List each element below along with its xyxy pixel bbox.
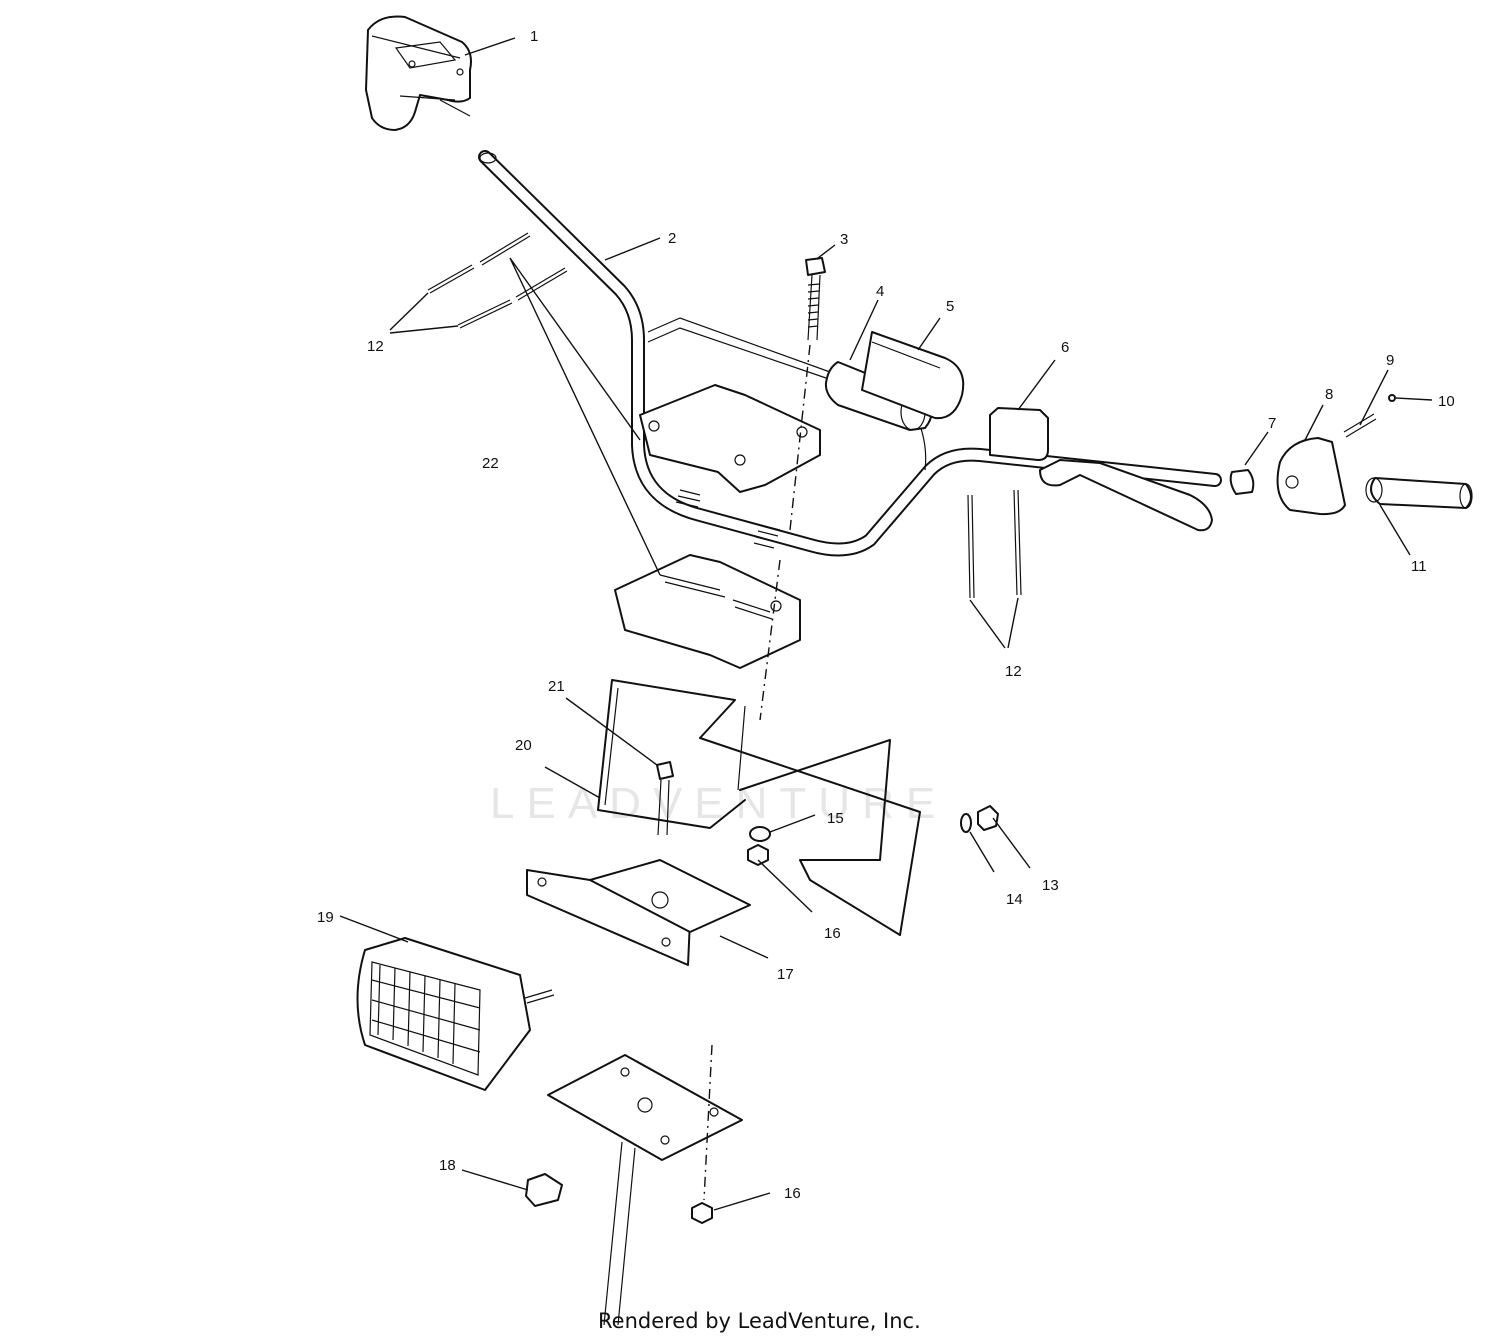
callout-6: 6 [1061, 339, 1069, 356]
callout-18: 18 [439, 1157, 456, 1174]
part-8-throttle-housing [1276, 437, 1346, 516]
part-12-cables-right [967, 489, 1022, 599]
part-11-grip [1365, 477, 1473, 509]
part-9-screw [1343, 413, 1377, 438]
callout-1: 1 [530, 28, 538, 45]
callout-12-upper: 12 [367, 338, 384, 355]
part-19-headlight [356, 937, 555, 1091]
part-1-master-cylinder [365, 15, 472, 131]
part-18-clip [525, 1173, 563, 1207]
callout-8: 8 [1325, 386, 1333, 403]
part-16-nut-lower [691, 1044, 713, 1224]
callout-9: 9 [1386, 352, 1394, 369]
part-22-upper-clamp [639, 384, 821, 493]
callout-7: 7 [1268, 415, 1276, 432]
assembly-axis-line [759, 344, 811, 721]
callout-2: 2 [668, 230, 676, 247]
callout-16-upper: 16 [824, 925, 841, 942]
callouts: 1 2 3 4 5 6 7 8 9 10 11 12 12 13 14 15 1… [317, 28, 1455, 1202]
lower-plate [547, 1054, 743, 1326]
leader-lines [339, 37, 1433, 1211]
callout-22: 22 [482, 455, 499, 472]
part-16-nut-upper [747, 844, 769, 866]
callout-15: 15 [827, 810, 844, 827]
part-17-mount-plate [526, 859, 751, 966]
part-15-washer [749, 826, 771, 842]
callout-21: 21 [548, 678, 565, 695]
callout-20: 20 [515, 737, 532, 754]
callout-12-lower: 12 [1005, 663, 1022, 680]
callout-3: 3 [840, 231, 848, 248]
part-14-washer [960, 813, 972, 833]
part-10-screw-head [1388, 394, 1396, 402]
part-13-nut [977, 805, 999, 831]
callout-11: 11 [1411, 558, 1427, 575]
part-3-bolt [805, 257, 826, 341]
callout-13: 13 [1042, 877, 1059, 894]
callout-10: 10 [1438, 393, 1455, 410]
callout-19: 19 [317, 909, 334, 926]
callout-16-lower: 16 [784, 1185, 801, 1202]
callout-17: 17 [777, 966, 794, 983]
watermark-text: LEADVENTURE [490, 779, 947, 828]
callout-5: 5 [946, 298, 954, 315]
part-6-brake-lever [989, 407, 1213, 532]
part-7-spacer [1229, 469, 1255, 495]
part-20-light-bracket [597, 679, 921, 936]
part-12-cables-left [427, 232, 568, 329]
callout-14: 14 [1006, 891, 1023, 908]
part-21-bolt [656, 761, 674, 836]
part-2-handlebar [478, 150, 1222, 557]
part-22-lower-clamp [614, 554, 801, 669]
callout-4: 4 [876, 283, 884, 300]
part-4-5-crossbar-pad [824, 331, 965, 431]
footer-credit: Rendered by LeadVenture, Inc. [598, 1309, 921, 1333]
